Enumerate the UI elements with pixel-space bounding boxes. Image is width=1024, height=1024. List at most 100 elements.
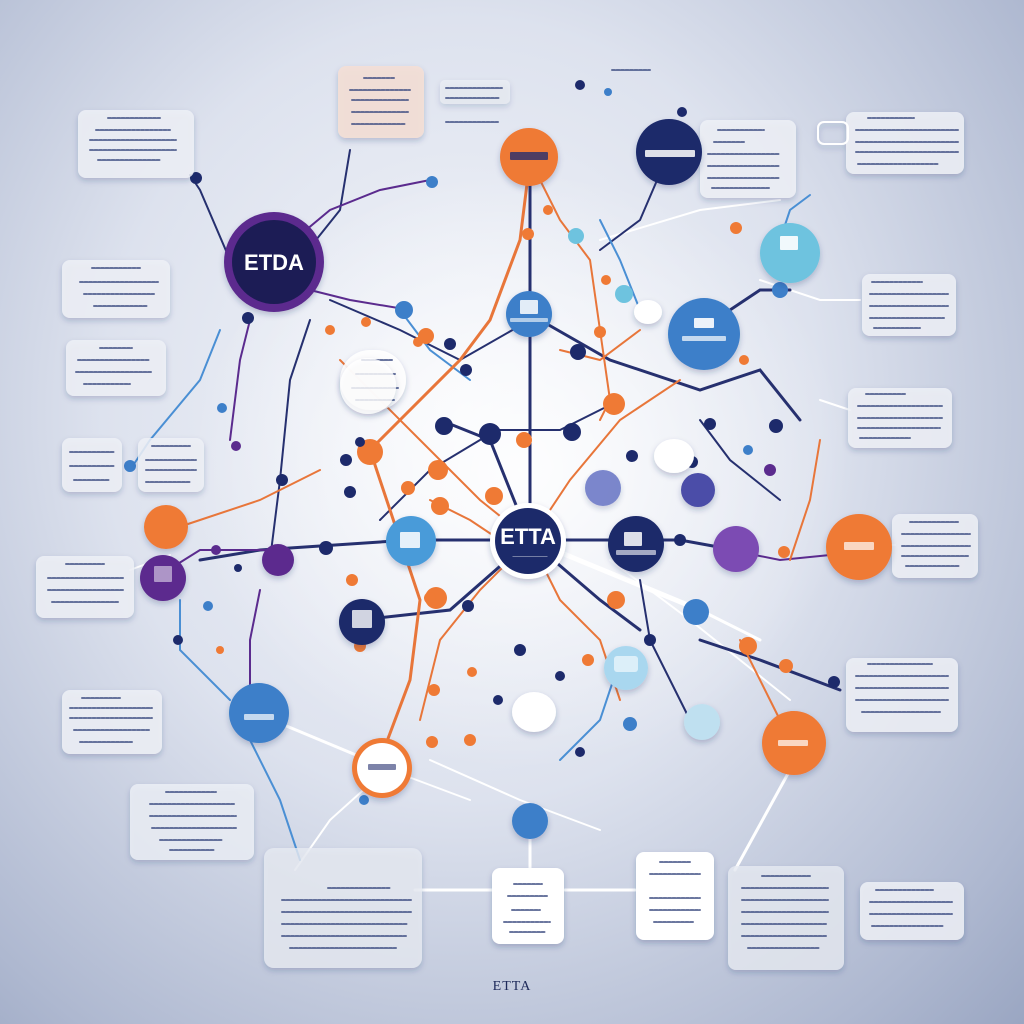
edge (368, 448, 422, 762)
pale-blue-node (604, 646, 648, 690)
edge (249, 589, 261, 701)
light-blue-node-left (386, 516, 436, 566)
hub-node-label: ETTA (500, 524, 556, 549)
dot (344, 486, 356, 498)
dot (426, 736, 438, 748)
dot (460, 364, 472, 376)
edge (599, 199, 781, 241)
dot (674, 534, 686, 546)
edge (489, 399, 621, 431)
dot (234, 564, 242, 572)
edge (368, 158, 532, 452)
dot (563, 423, 581, 441)
dot (623, 717, 637, 731)
info-card (36, 556, 134, 618)
dot (769, 419, 783, 433)
info-card (264, 848, 422, 968)
edge (429, 759, 601, 831)
blue-node-center (506, 291, 552, 337)
dot (604, 88, 612, 96)
info-card (138, 438, 204, 492)
dot (124, 460, 136, 472)
edge (329, 299, 531, 362)
pale-blue-node-small (684, 704, 720, 740)
dot (444, 338, 456, 350)
dot (779, 659, 793, 673)
dot (603, 393, 625, 415)
dot (355, 437, 365, 447)
edge (698, 638, 842, 692)
dot (479, 423, 501, 445)
dot (607, 591, 625, 609)
edge (198, 538, 532, 562)
dot (516, 432, 532, 448)
edge (538, 318, 802, 422)
dot (424, 592, 436, 604)
dot (203, 601, 213, 611)
dot (211, 545, 221, 555)
info-card (62, 690, 162, 754)
dot (319, 541, 333, 555)
dot (216, 646, 224, 654)
dot (543, 205, 553, 215)
dot (594, 326, 606, 338)
light-blue-node (760, 223, 820, 283)
dot (428, 460, 448, 480)
dot (276, 474, 288, 486)
dot (173, 635, 183, 645)
dot (359, 795, 369, 805)
edge (189, 174, 231, 261)
info-card (338, 66, 424, 138)
dot (340, 454, 352, 466)
dot (772, 282, 788, 298)
dot (828, 676, 840, 688)
edge (699, 419, 781, 501)
info-card (728, 866, 844, 970)
ringed-node (352, 738, 412, 798)
dot (575, 747, 585, 757)
navy-node-left (339, 599, 385, 645)
dot (522, 228, 534, 240)
edge (599, 219, 641, 311)
dot (242, 312, 254, 324)
purple-node-left (140, 555, 186, 601)
dot (575, 80, 585, 90)
dot (435, 417, 453, 435)
dot (764, 464, 776, 476)
footer-wordmark: ETTA (493, 979, 532, 994)
info-card (78, 110, 194, 178)
blue-node-lower (512, 803, 548, 839)
dot (626, 450, 638, 462)
info-card (492, 868, 564, 944)
info-card (636, 852, 714, 940)
dot (395, 301, 413, 319)
dot (743, 445, 753, 455)
info-card (62, 260, 170, 318)
edge (733, 768, 792, 872)
dot (361, 317, 371, 327)
orange-node-right (826, 514, 892, 580)
edge (529, 379, 681, 541)
dot (462, 600, 474, 612)
edge (179, 599, 231, 701)
dot (514, 644, 526, 656)
info-card (846, 658, 958, 732)
blue-node-bottom-left (229, 683, 289, 743)
info-card-connector (817, 121, 849, 145)
dot (730, 222, 742, 234)
dot (231, 441, 241, 451)
edge (229, 319, 251, 441)
navy-node-right (608, 516, 664, 572)
info-card (130, 784, 254, 860)
dot (683, 599, 709, 625)
dot-layer (124, 80, 840, 805)
edge (819, 399, 851, 411)
dot (426, 176, 438, 188)
edge (249, 739, 301, 861)
dot (493, 695, 503, 705)
info-card (846, 112, 964, 174)
dot (413, 337, 423, 347)
purple-node-small (262, 544, 294, 576)
dot (217, 403, 227, 413)
orange-node-left (144, 505, 188, 549)
